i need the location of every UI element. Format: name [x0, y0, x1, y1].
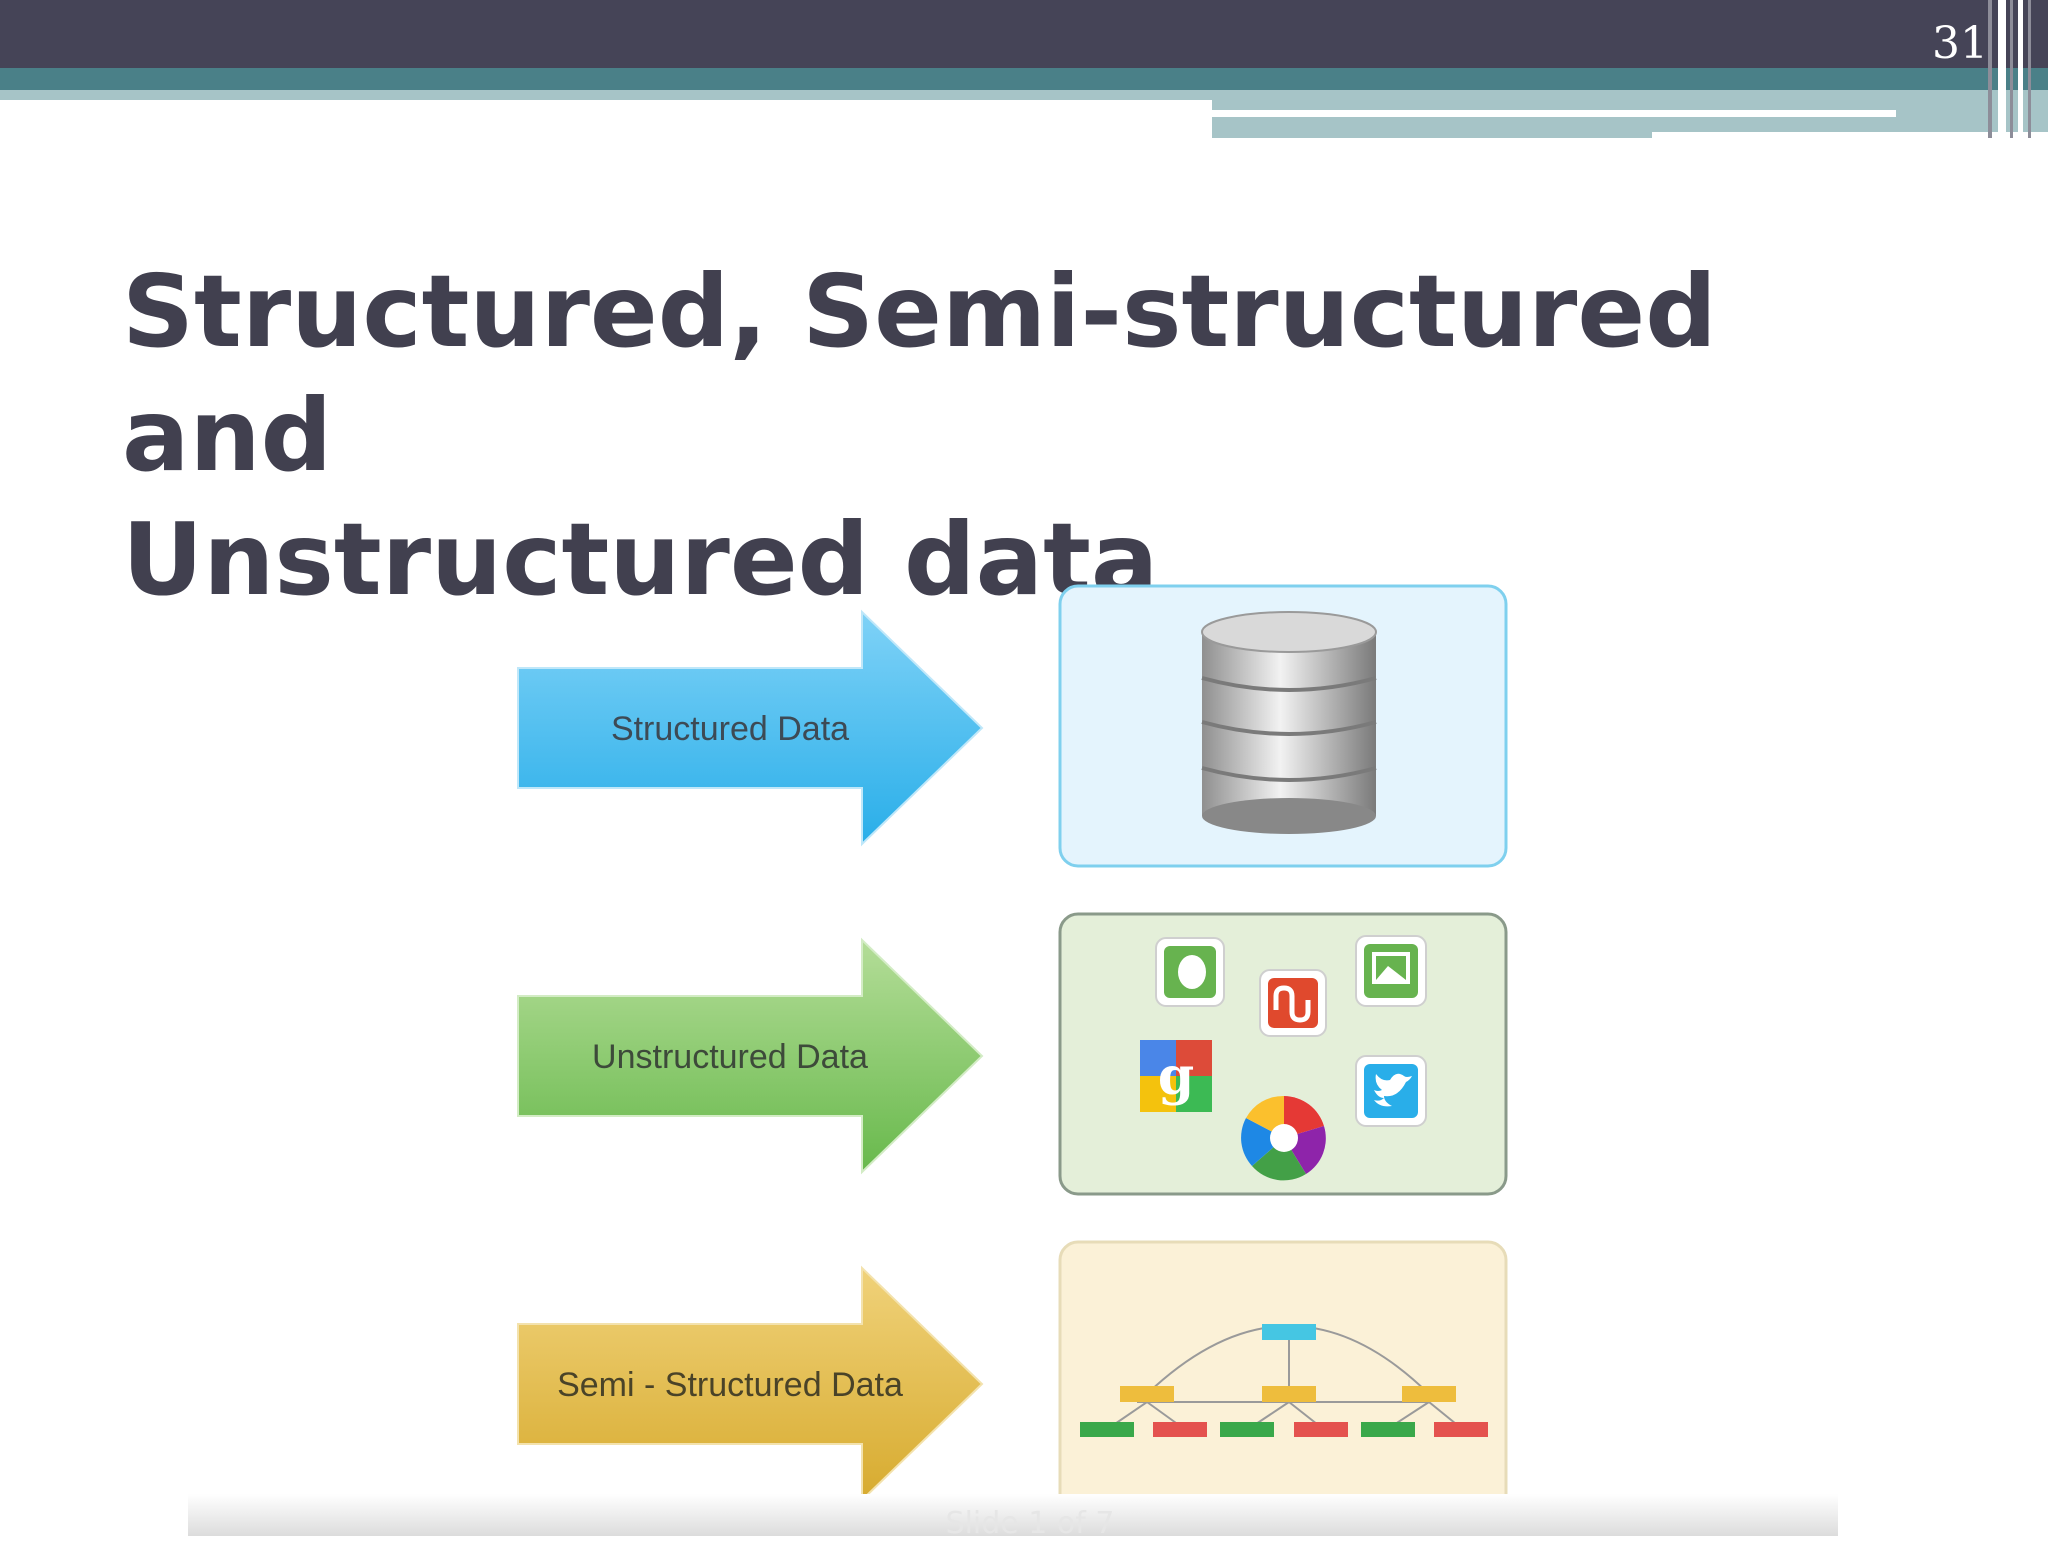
- video-footer-shade: [188, 1494, 1838, 1536]
- stumbleupon-icon: [1259, 969, 1327, 1037]
- picture-icon: [1355, 935, 1427, 1007]
- google-icon: g: [1140, 1040, 1212, 1112]
- picasa-icon: [1241, 1095, 1326, 1181]
- row-structured: Structured Data: [517, 584, 1508, 868]
- unstructured-arrow-label: Unstructured Data: [592, 1038, 868, 1076]
- database-icon: [1201, 611, 1377, 834]
- twitter-icon: [1355, 1055, 1427, 1127]
- header-light-band: [0, 90, 1212, 100]
- header-vertical-line: [2028, 0, 2031, 138]
- header-teal-band: [0, 68, 2048, 90]
- svg-text:g: g: [1158, 1046, 1194, 1107]
- data-types-diagram: Structured Data Unstructured Data: [517, 584, 1508, 1528]
- header-vertical-line: [1988, 0, 1992, 138]
- header-vertical-line: [1998, 0, 2006, 138]
- evernote-icon: [1155, 937, 1225, 1007]
- slide-title-line-2: Unstructured data: [122, 501, 1159, 618]
- semi-structured-arrow-label: Semi - Structured Data: [557, 1366, 903, 1404]
- tree-icon: [1080, 1324, 1488, 1437]
- slide-number: 31: [1932, 18, 1988, 69]
- slide-counter: Slide 1 of 7: [945, 1506, 1115, 1541]
- row-semi-structured: Semi - Structured Data: [517, 1240, 1508, 1528]
- header-divider-line-short: [1652, 132, 2048, 138]
- header-bar: [0, 0, 2048, 68]
- unstructured-arrow: [517, 937, 984, 1175]
- structured-arrow-label: Structured Data: [611, 710, 849, 748]
- header-vertical-line: [2010, 0, 2013, 138]
- row-unstructured: Unstructured Data g: [517, 912, 1508, 1196]
- slide-title: Structured, Semi-structured and Unstruct…: [122, 250, 1882, 622]
- header-divider-line: [1212, 110, 1896, 117]
- slide-title-line-1: Structured, Semi-structured and: [122, 253, 1717, 494]
- semi-structured-arrow: [517, 1265, 984, 1503]
- structured-arrow: [517, 609, 984, 847]
- header-vertical-line: [2018, 0, 2023, 138]
- semi-structured-panel: [1058, 1240, 1508, 1528]
